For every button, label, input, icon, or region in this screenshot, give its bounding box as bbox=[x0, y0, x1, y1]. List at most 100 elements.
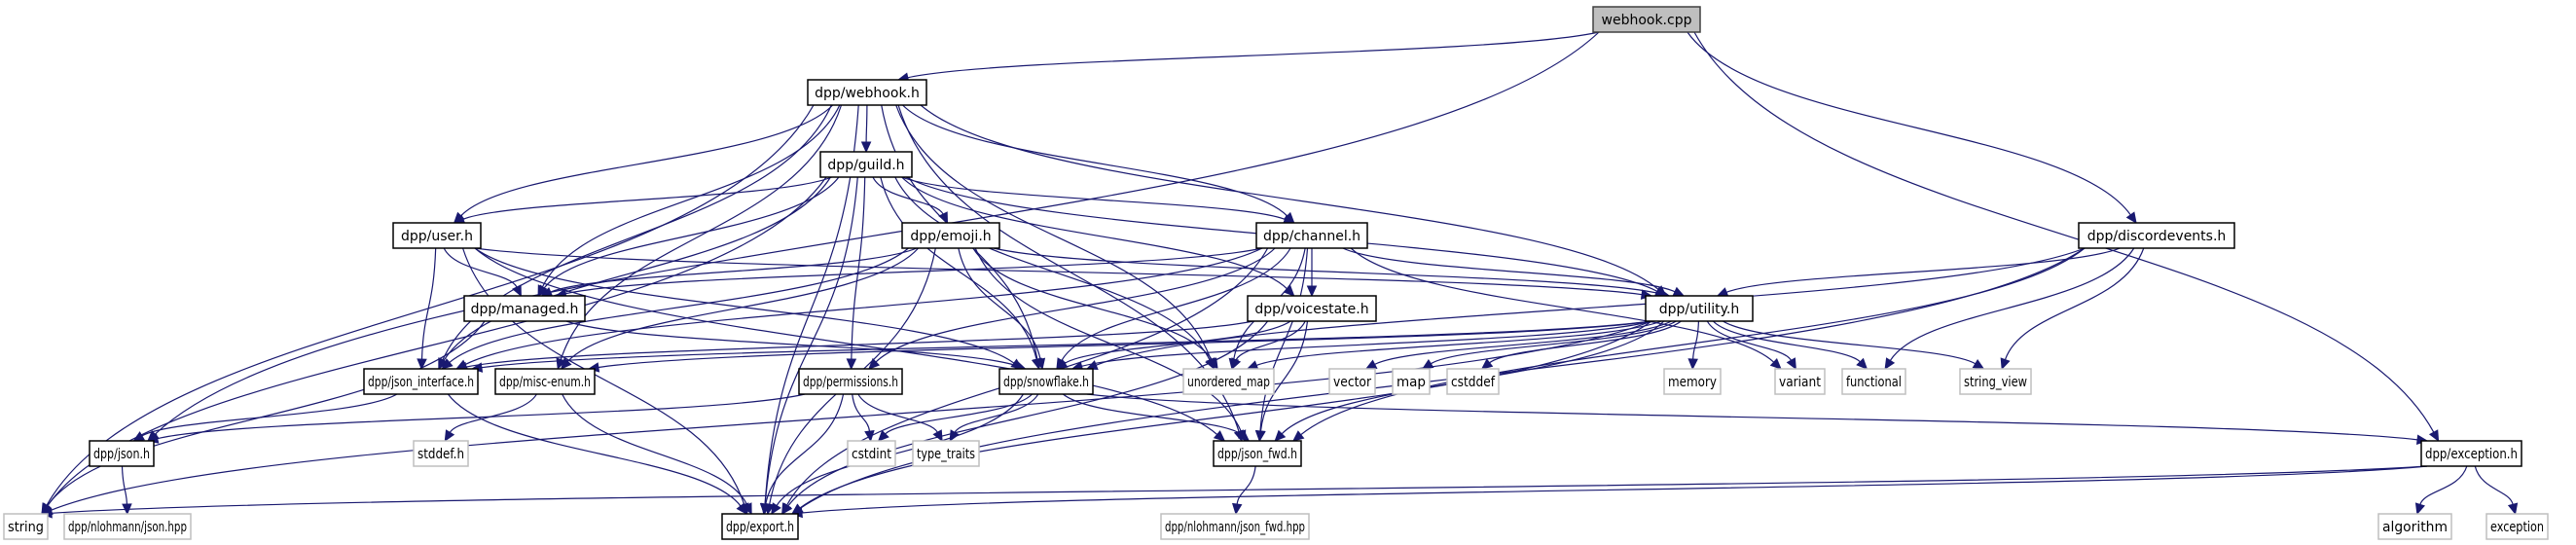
node-webhook-cpp[interactable]: webhook.cpp bbox=[1592, 6, 1701, 33]
edge-utility-h-to-memory bbox=[1687, 320, 1700, 371]
node-label: dpp/emoji.h bbox=[910, 229, 991, 244]
node-box bbox=[1255, 222, 1368, 249]
edge-line bbox=[1064, 320, 1291, 364]
node-exception-h[interactable]: dpp/exception.h bbox=[2420, 440, 2522, 467]
edge-line bbox=[958, 247, 1041, 360]
edge-user-h-to-managed-h bbox=[443, 247, 522, 298]
edge-line bbox=[154, 31, 1600, 435]
node-label: string_view bbox=[1964, 375, 2027, 390]
node-webhook-h[interactable]: dpp/webhook.h bbox=[807, 79, 927, 106]
arrowhead-icon bbox=[132, 431, 146, 442]
edge-emoji-h-to-snowflake-h bbox=[958, 247, 1046, 371]
edge-line bbox=[895, 104, 1212, 360]
edge-line bbox=[1255, 320, 1662, 366]
arrowhead-icon bbox=[949, 429, 960, 443]
edge-emoji-h-to-managed-h bbox=[540, 247, 918, 297]
node-label: dpp/json.h bbox=[93, 447, 150, 462]
edge-line bbox=[993, 247, 1660, 295]
arrowhead-icon bbox=[537, 284, 549, 297]
edge-channel-h-to-variant bbox=[1350, 247, 1782, 370]
node-map: map bbox=[1392, 368, 1431, 395]
edge-line bbox=[1350, 247, 1775, 363]
edge-line bbox=[799, 320, 1652, 509]
arrowhead-icon bbox=[1306, 285, 1318, 298]
node-voicestate-h[interactable]: dpp/voicestate.h bbox=[1247, 295, 1377, 322]
node-label: vector bbox=[1333, 375, 1371, 390]
node-misc-enum-h[interactable]: dpp/misc-enum.h bbox=[494, 368, 596, 395]
node-variant: variant bbox=[1774, 368, 1826, 395]
edge-line bbox=[1706, 320, 1793, 361]
arrowhead-icon bbox=[1055, 358, 1069, 370]
edge-snowflake-h-to-exception-h bbox=[1086, 393, 2429, 446]
node-box bbox=[63, 513, 192, 540]
node-channel-h[interactable]: dpp/channel.h bbox=[1255, 222, 1368, 249]
node-box bbox=[363, 368, 479, 395]
node-cstdint: cstdint bbox=[847, 440, 896, 467]
node-label: stddef.h bbox=[417, 447, 464, 462]
node-user-h[interactable]: dpp/user.h bbox=[392, 222, 482, 249]
node-algorithm: algorithm bbox=[2377, 513, 2452, 540]
edge-line bbox=[141, 393, 398, 437]
node-box bbox=[901, 222, 1000, 249]
edge-channel-h-to-voicestate-h bbox=[1306, 247, 1318, 298]
node-utility-h[interactable]: dpp/utility.h bbox=[1645, 295, 1754, 322]
node-label: dpp/permissions.h bbox=[803, 375, 898, 390]
arrowhead-icon bbox=[512, 284, 522, 298]
node-box bbox=[1959, 368, 2032, 395]
node-label: webhook.cpp bbox=[1602, 13, 1692, 28]
node-json-h[interactable]: dpp/json.h bbox=[89, 440, 155, 467]
node-permissions-h[interactable]: dpp/permissions.h bbox=[798, 368, 903, 395]
edge-line bbox=[564, 247, 1263, 295]
arrowhead-icon bbox=[1884, 357, 1896, 371]
edge-discordevents-h-to-string-view bbox=[2000, 247, 2145, 371]
edge-line bbox=[764, 104, 859, 505]
edge-webhook-h-to-guild-h bbox=[860, 104, 872, 154]
node-cstddef: cstddef bbox=[1446, 368, 1500, 395]
node-json-fwd-h[interactable]: dpp/json_fwd.h bbox=[1213, 440, 1302, 467]
node-snowflake-h[interactable]: dpp/snowflake.h bbox=[998, 368, 1094, 395]
node-export-h[interactable]: dpp/export.h bbox=[721, 513, 799, 540]
arrowhead-icon bbox=[1687, 358, 1698, 371]
node-label: type_traits bbox=[917, 447, 975, 462]
node-box bbox=[1841, 368, 1906, 395]
arrowhead-icon bbox=[444, 429, 455, 443]
node-json-interface-h[interactable]: dpp/json_interface.h bbox=[363, 368, 479, 395]
edge-webhook-h-to-misc-enum-h bbox=[556, 104, 843, 371]
edge-line bbox=[1889, 247, 2135, 361]
node-box bbox=[1392, 368, 1431, 395]
node-box bbox=[2078, 222, 2235, 249]
node-label: algorithm bbox=[2382, 520, 2448, 535]
edge-permissions-h-to-type-traits bbox=[857, 393, 943, 443]
node-label: dpp/json_fwd.h bbox=[1217, 447, 1297, 462]
arrowhead-icon bbox=[1208, 357, 1218, 371]
edge-line bbox=[857, 393, 938, 433]
edge-line bbox=[1086, 393, 2418, 441]
node-managed-h[interactable]: dpp/managed.h bbox=[463, 295, 586, 322]
edge-line bbox=[443, 176, 831, 361]
node-box bbox=[1328, 368, 1376, 395]
node-box bbox=[1213, 440, 1302, 467]
edge-utility-h-to-variant bbox=[1706, 320, 1796, 371]
edge-line bbox=[47, 320, 486, 507]
edge-line bbox=[598, 320, 1652, 369]
node-label: dpp/exception.h bbox=[2425, 447, 2518, 462]
edge-emoji-h-to-json-interface-h bbox=[441, 247, 909, 370]
arrowhead-icon bbox=[2414, 502, 2425, 516]
node-label: dpp/nlohmann/json.hpp bbox=[68, 520, 187, 535]
node-emoji-h[interactable]: dpp/emoji.h bbox=[901, 222, 1000, 249]
edge-line bbox=[1081, 320, 1652, 367]
edge-line bbox=[920, 104, 1659, 290]
node-label: dpp/managed.h bbox=[471, 302, 579, 317]
edge-webhook-cpp-to-discordevents-h bbox=[1687, 31, 2137, 224]
node-box bbox=[998, 368, 1094, 395]
arrowhead-icon bbox=[417, 358, 427, 371]
edge-voicestate-h-to-unordered-map bbox=[1231, 320, 1306, 371]
edge-line bbox=[851, 176, 866, 360]
node-discordevents-h[interactable]: dpp/discordevents.h bbox=[2078, 222, 2235, 249]
edge-line bbox=[550, 247, 918, 293]
edge-line bbox=[420, 247, 437, 360]
node-guild-h[interactable]: dpp/guild.h bbox=[819, 151, 913, 178]
arrowhead-icon bbox=[760, 502, 771, 516]
arrowhead-icon bbox=[1769, 357, 1782, 370]
edge-line bbox=[787, 320, 1269, 507]
